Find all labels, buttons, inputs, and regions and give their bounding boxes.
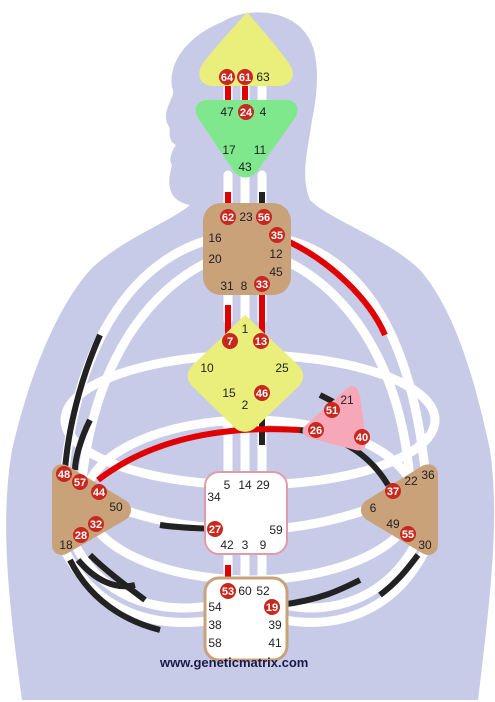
gate-62-label: 62: [222, 212, 234, 224]
gate-22-label: 22: [404, 474, 418, 488]
gate-56-label: 56: [258, 212, 270, 224]
gate-25-label: 25: [275, 361, 289, 375]
head-center[interactable]: [199, 12, 293, 86]
active-channels: [62, 82, 421, 633]
gate-55-marker: [400, 526, 416, 542]
gate-49-label: 49: [386, 517, 400, 531]
gate-41-label: 41: [268, 636, 282, 650]
gate-24-label: 24: [240, 107, 253, 119]
gate-32-label: 32: [90, 519, 102, 531]
gate-28-marker: [73, 527, 89, 543]
gate-54-label: 54: [208, 600, 222, 614]
gate-50-label: 50: [109, 500, 123, 514]
gate-19-label: 19: [266, 602, 278, 614]
gate-61-marker: [237, 69, 253, 85]
gate-1-label: 1: [242, 322, 249, 336]
gate-57-label: 57: [74, 477, 86, 489]
gate-39-label: 39: [268, 618, 282, 632]
gate-53-label: 53: [222, 586, 234, 598]
watermark-text: www.geneticmatrix.com: [159, 655, 308, 670]
gate-19-marker: [264, 599, 280, 615]
gate-43-label: 43: [238, 160, 252, 174]
gate-37-marker: [385, 483, 401, 499]
gate-40-marker: [354, 429, 370, 445]
gate-46-marker: [254, 385, 270, 401]
gate-59-label: 59: [269, 523, 283, 537]
gate-31-label: 31: [220, 279, 234, 293]
sacral-center[interactable]: [204, 471, 288, 555]
gate-44-marker: [91, 484, 107, 500]
gate-28-label: 28: [75, 530, 87, 542]
gate-26-label: 26: [310, 425, 322, 437]
gate-44-label: 44: [93, 487, 106, 499]
gate-17-label: 17: [222, 143, 236, 157]
gate-7-marker: [222, 333, 238, 349]
gate-35-marker: [269, 227, 285, 243]
gate-21-label: 21: [340, 393, 354, 407]
gate-13-marker: [253, 333, 269, 349]
gate-55-label: 55: [402, 529, 414, 541]
gate-46-label: 46: [256, 388, 268, 400]
gate-4-label: 4: [260, 105, 267, 119]
gate-62-marker: [220, 209, 236, 225]
gate-15-label: 15: [222, 386, 236, 400]
gate-2-label: 2: [242, 398, 249, 412]
gate-45-label: 45: [269, 265, 283, 279]
gate-27-label: 27: [209, 524, 221, 536]
gate-33-marker: [254, 276, 270, 292]
gate-24-marker: [238, 104, 254, 120]
gate-16-label: 16: [208, 231, 222, 245]
gate-11-label: 11: [254, 143, 267, 157]
gate-60-label: 60: [238, 584, 252, 598]
gate-56-marker: [256, 209, 272, 225]
gate-26-marker: [308, 422, 324, 438]
gate-12-label: 12: [269, 247, 283, 261]
gate-14-label: 14: [238, 478, 252, 492]
gate-61-label: 61: [239, 72, 251, 84]
gate-23-label: 23: [239, 210, 253, 224]
g-center[interactable]: [187, 315, 304, 432]
gate-58-label: 58: [208, 636, 222, 650]
gate-51-label: 51: [326, 405, 338, 417]
gate-10-label: 10: [200, 361, 214, 375]
gate-53-marker: [220, 583, 236, 599]
gate-5-label: 5: [224, 478, 231, 492]
gate-47-label: 47: [220, 105, 234, 119]
gate-7-label: 7: [227, 336, 233, 348]
gate-30-label: 30: [418, 538, 432, 552]
gate-8-label: 8: [241, 279, 248, 293]
gate-9-label: 9: [260, 538, 267, 552]
gate-35-label: 35: [271, 230, 283, 242]
spleen-center[interactable]: [52, 464, 131, 556]
gate-6-label: 6: [370, 501, 377, 515]
gate-48-label: 48: [58, 469, 70, 481]
gate-29-label: 29: [256, 478, 270, 492]
gate-27-marker: [207, 521, 223, 537]
gate-3-label: 3: [242, 538, 249, 552]
solar-plexus-center[interactable]: [361, 464, 438, 556]
throat-center[interactable]: [203, 203, 291, 295]
gate-42-label: 42: [220, 538, 234, 552]
gate-48-marker: [56, 466, 72, 482]
gate-52-label: 52: [256, 584, 270, 598]
ajna-center[interactable]: [195, 100, 298, 178]
gate-51-marker: [324, 402, 340, 418]
gate-57-marker: [72, 474, 88, 490]
gate-64-label: 64: [221, 72, 234, 84]
gate-32-marker: [88, 516, 104, 532]
gate-38-label: 38: [208, 618, 222, 632]
gate-40-label: 40: [356, 432, 368, 444]
gate-36-label: 36: [421, 468, 435, 482]
gate-64-marker: [219, 69, 235, 85]
gate-18-label: 18: [59, 538, 73, 552]
gate-63-label: 63: [256, 70, 270, 84]
gate-34-label: 34: [207, 490, 221, 504]
gate-33-label: 33: [256, 279, 268, 291]
gate-20-label: 20: [208, 252, 222, 266]
gate-37-label: 37: [387, 486, 399, 498]
gate-13-label: 13: [255, 336, 267, 348]
